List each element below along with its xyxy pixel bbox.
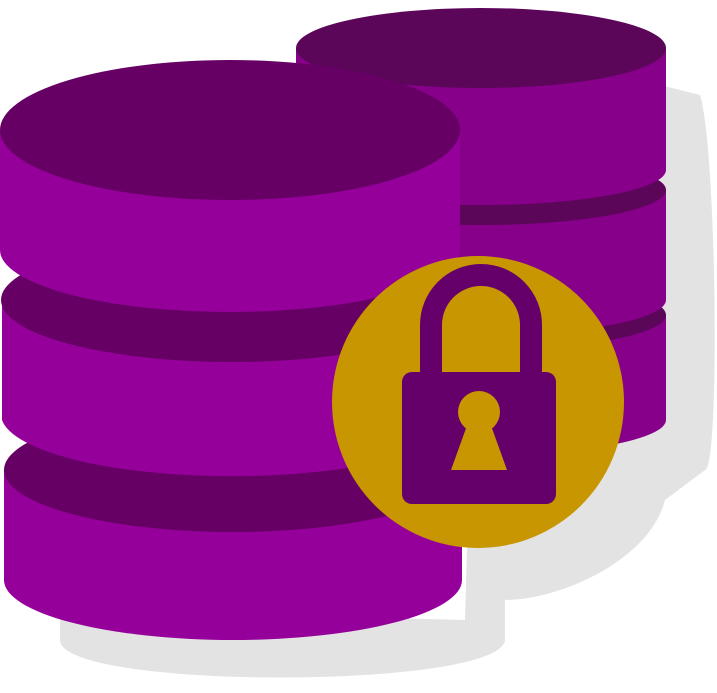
padlock-icon (402, 264, 556, 504)
disk-top (0, 60, 460, 200)
disk-top (296, 8, 666, 88)
lock-badge-icon (332, 256, 624, 548)
keyhole-slot (451, 420, 507, 470)
keyhole-icon (451, 391, 507, 470)
padlock-shackle (420, 264, 542, 382)
